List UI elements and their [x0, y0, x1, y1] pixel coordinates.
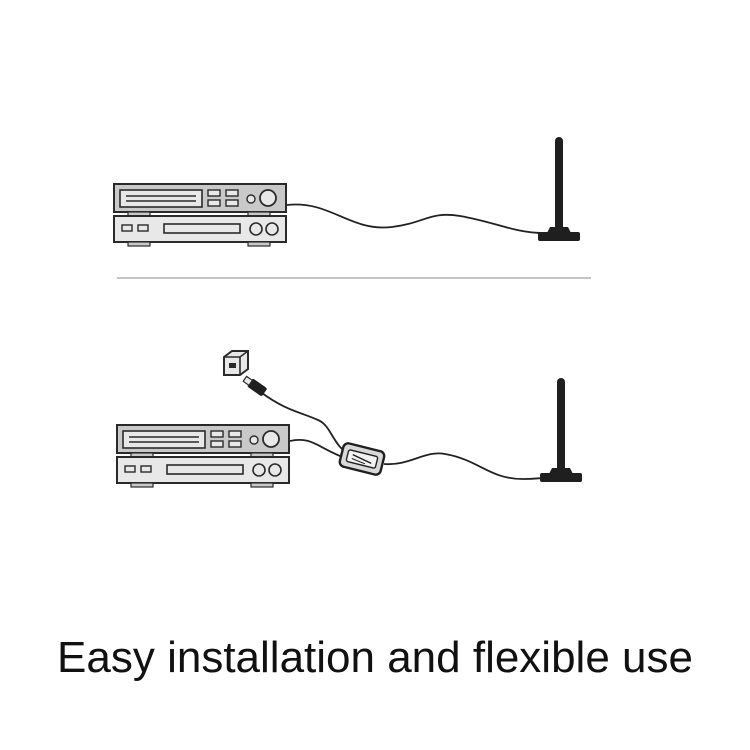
- usb-power-cable: [261, 392, 351, 456]
- caption-text: Easy installation and flexible use: [57, 633, 693, 682]
- signal-amplifier-icon: [338, 442, 386, 476]
- bottom-scenario: [116, 350, 582, 488]
- antenna-icon: [540, 378, 582, 482]
- receiver-stack-icon: [116, 424, 290, 488]
- receiver-cable: [289, 439, 346, 459]
- receiver-stack-icon: [113, 183, 287, 247]
- usb-plug-icon: [242, 375, 267, 396]
- usb-power-adapter-icon: [223, 350, 249, 376]
- antenna-cable-top: [286, 203, 544, 234]
- top-scenario: [113, 137, 580, 247]
- antenna-cable-bottom: [383, 452, 545, 480]
- antenna-icon: [538, 137, 580, 241]
